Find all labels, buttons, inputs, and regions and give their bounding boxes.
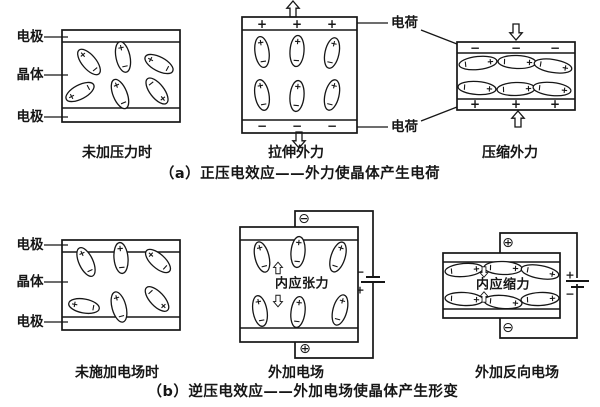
battery-minus-sign: −	[355, 266, 364, 279]
dipole-crystal-icon	[66, 295, 102, 317]
terminal-minus-icon: ⊖	[502, 320, 514, 336]
dipole-crystal-icon	[251, 77, 273, 113]
dipole-crystal-icon	[532, 55, 574, 77]
dipole-crystal-icon	[288, 79, 306, 113]
terminal-plus-icon: ⊕	[299, 341, 311, 357]
minus-charge-sign: −	[257, 119, 267, 133]
panel-caption: 外加电场	[268, 364, 324, 381]
minus-charge-sign: −	[470, 41, 480, 55]
compress-arrow-down-icon	[509, 23, 523, 41]
electrode-bottom-label: 电极	[17, 313, 44, 330]
dipole-crystal-icon	[107, 76, 133, 112]
dipole-crystal-icon	[112, 39, 134, 75]
dipole-crystal-icon	[531, 79, 573, 99]
dipole-crystal-icon	[496, 81, 536, 97]
wire-bottom	[294, 282, 374, 359]
minus-charge-sign: −	[327, 119, 337, 133]
panel-caption: 外加反向电场	[475, 364, 559, 381]
dipole-crystal-icon	[112, 241, 130, 275]
panel-b-no-field: 电极 晶体 电极 未施加电场时	[17, 236, 181, 381]
panel-caption: 压缩外力	[482, 144, 538, 161]
crystal-body	[61, 29, 181, 123]
dipole-crystal-icon	[73, 44, 105, 80]
electrode-top-label: 电极	[17, 236, 44, 253]
plus-charge-sign: +	[257, 17, 267, 31]
crystal-label: 晶体	[17, 273, 44, 290]
panel-caption: 拉伸外力	[268, 144, 324, 161]
electrode-bottom-label: 电极	[17, 108, 44, 125]
terminal-minus-icon: ⊖	[298, 211, 310, 227]
panel-a-compression: − − − + + + 压缩外力	[456, 23, 576, 161]
plus-charge-sign: +	[292, 17, 302, 31]
dipole-crystal-icon	[141, 244, 175, 278]
panel-caption: 未加压力时	[82, 144, 152, 161]
crystal-label: 晶体	[17, 66, 44, 83]
dipole-crystal-icon	[107, 289, 131, 325]
wire-top	[499, 232, 578, 278]
panel-caption: 未施加电场时	[75, 364, 159, 381]
tension-arrow-up-icon	[286, 0, 300, 18]
dipole-crystal-icon	[141, 73, 173, 109]
leader-line	[420, 106, 458, 122]
panel-a-no-pressure: 电极 晶体 电极 未加压力时	[17, 28, 181, 161]
dipole-crystal-icon	[321, 35, 343, 71]
plus-charge-sign: +	[511, 97, 521, 111]
leader-line	[420, 29, 458, 45]
battery-plus-sign: +	[355, 284, 364, 297]
battery-icon: − +	[355, 266, 385, 297]
dipole-crystal-icon	[456, 79, 498, 97]
dipole-crystal-icon	[140, 282, 174, 316]
battery-plus-sign: +	[565, 269, 574, 282]
minus-charge-sign: −	[511, 41, 521, 55]
section-a-title: （a）正压电效应——外力使晶体产生电荷	[160, 164, 440, 182]
wire-top	[294, 210, 374, 277]
plus-charge-sign: +	[327, 17, 337, 31]
wire-bottom	[499, 284, 578, 339]
dipole-crystal-icon	[457, 53, 499, 73]
charge-bottom-label: 电荷	[391, 118, 418, 135]
terminal-plus-icon: ⊕	[502, 235, 514, 251]
dipole-crystal-icon	[252, 35, 272, 69]
crystal-body	[61, 239, 181, 331]
electrode-top-label: 电极	[17, 28, 44, 45]
crystal-body	[241, 16, 358, 134]
compress-arrow-up-icon	[511, 110, 525, 128]
minus-charge-sign: −	[550, 41, 560, 55]
internal-tension-label: 内应张力	[275, 276, 329, 292]
plus-charge-sign: +	[470, 97, 480, 111]
charge-labels: 电荷 电荷	[357, 14, 458, 135]
dipole-crystal-icon	[141, 49, 177, 79]
charge-top-label: 电荷	[391, 14, 418, 31]
internal-compression-label: 内应缩力	[476, 277, 530, 293]
dipole-crystal-icon	[497, 54, 537, 70]
plus-charge-sign: +	[550, 97, 560, 111]
battery-icon: + −	[565, 269, 589, 301]
dipole-crystal-icon	[72, 244, 100, 280]
panel-b-reverse-field: + − ⊕ ⊖ 内应缩力 外加反向电场	[442, 232, 589, 381]
section-b-title: （b）逆压电效应——外加电场使晶体产生形变	[148, 382, 459, 400]
panel-a-tension: + + + − − − 拉伸外力	[241, 0, 358, 161]
dipole-crystal-icon	[321, 77, 343, 113]
dipole-crystal-icon	[62, 77, 98, 107]
crystal-body	[456, 41, 576, 111]
battery-minus-sign: −	[565, 288, 574, 301]
panel-b-applied-field: − + ⊖ ⊕ 内应张力 外加电场	[239, 210, 385, 381]
minus-charge-sign: −	[292, 119, 302, 133]
dipole-crystal-icon	[288, 34, 306, 68]
